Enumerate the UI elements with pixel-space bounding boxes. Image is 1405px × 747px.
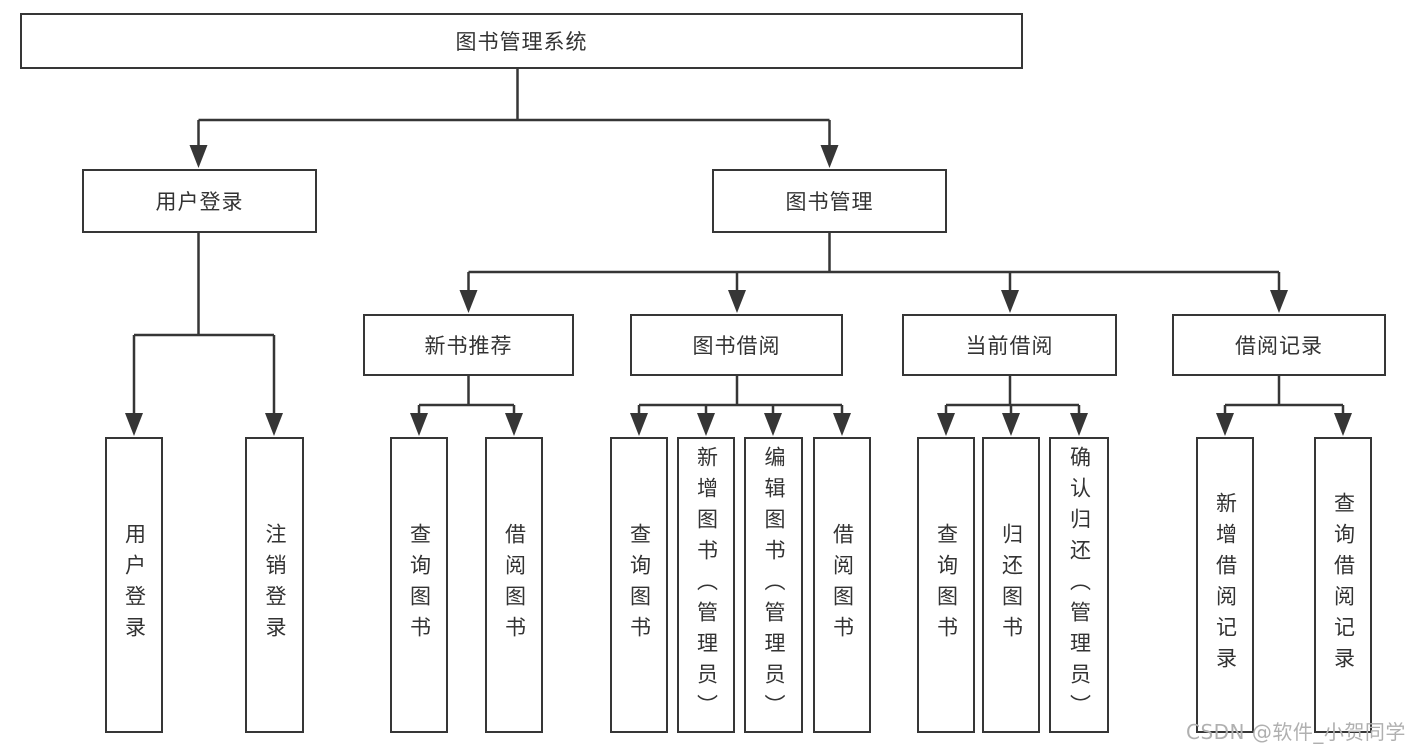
leaf-cb-return-books: 归还图书 [982, 437, 1040, 733]
node-label: 新书推荐 [424, 334, 513, 358]
node-label: 用户登录 [122, 523, 147, 647]
node-current-borrow: 当前借阅 [902, 314, 1117, 376]
node-label: 查询借阅记录 [1331, 492, 1356, 678]
connector-newbooks-branch [417, 376, 516, 414]
leaf-nb-query-books: 查询图书 [390, 437, 448, 733]
node-label: 图书借阅 [692, 334, 781, 358]
leaf-rec-add-record: 新增借阅记录 [1196, 437, 1254, 733]
node-label: 归还图书 [999, 523, 1024, 647]
node-label: 确认归还（管理员） [1067, 445, 1092, 725]
leaf-cb-confirm-return-admin: 确认归还（管理员） [1049, 437, 1109, 733]
node-label: 图书管理 [785, 190, 874, 214]
leaf-logout-login: 注销登录 [245, 437, 304, 733]
leaf-cb-query-books: 查询图书 [917, 437, 975, 733]
node-new-book-recommend: 新书推荐 [363, 314, 574, 376]
leaf-bb-edit-books-admin: 编辑图书（管理员） [744, 437, 803, 733]
connector-bookmgmt-branch [467, 233, 1281, 291]
node-book-management: 图书管理 [712, 169, 947, 233]
leaf-user-login: 用户登录 [105, 437, 163, 733]
node-root: 图书管理系统 [20, 13, 1023, 69]
leaf-bb-add-books-admin: 新增图书（管理员） [677, 437, 735, 733]
leaf-rec-query-record: 查询借阅记录 [1314, 437, 1372, 733]
node-borrow-records: 借阅记录 [1172, 314, 1386, 376]
leaf-bb-query-books: 查询图书 [610, 437, 668, 733]
connector-bookborrow-branch [637, 376, 844, 414]
node-label: 借阅记录 [1235, 334, 1323, 358]
csdn-watermark: CSDN @软件_小贺同学 [1186, 720, 1405, 744]
node-label: 借阅图书 [830, 523, 855, 647]
node-label: 图书管理系统 [455, 30, 588, 54]
node-book-borrow: 图书借阅 [630, 314, 843, 376]
connector-userlogin-branch [132, 233, 276, 414]
node-label: 新增借阅记录 [1213, 492, 1238, 678]
node-label: 编辑图书（管理员） [762, 445, 786, 725]
node-label: 查询图书 [407, 523, 432, 647]
connector-currentborrow-branch [944, 376, 1081, 414]
arrowhead-icons [125, 145, 1352, 436]
node-label: 当前借阅 [965, 334, 1054, 358]
leaf-bb-borrow-books: 借阅图书 [813, 437, 871, 733]
node-label: 用户登录 [155, 190, 244, 214]
connector-records-branch [1223, 376, 1345, 414]
node-user-login: 用户登录 [82, 169, 317, 233]
leaf-nb-borrow-books: 借阅图书 [485, 437, 543, 733]
node-label: 注销登录 [263, 523, 287, 647]
node-label: 新增图书（管理员） [694, 445, 719, 725]
node-label: 借阅图书 [502, 523, 527, 647]
node-label: 查询图书 [627, 523, 652, 647]
node-label: 查询图书 [934, 523, 959, 647]
